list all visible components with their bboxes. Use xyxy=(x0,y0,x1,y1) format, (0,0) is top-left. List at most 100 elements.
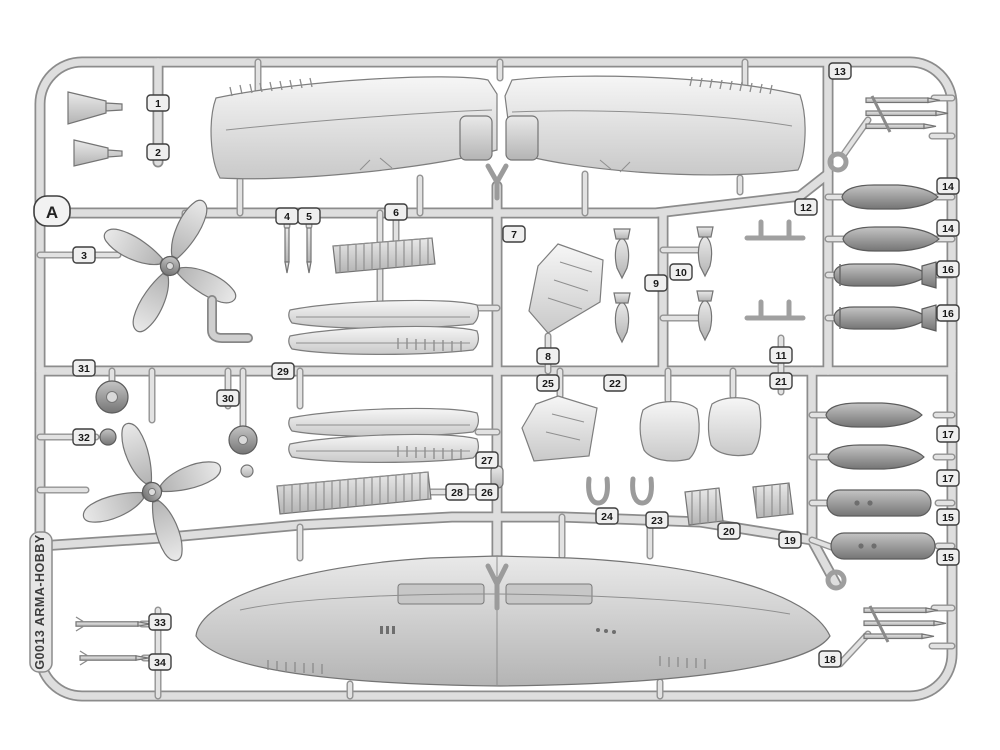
sprue-letter: A xyxy=(46,203,58,222)
vent-grid-1 xyxy=(684,487,724,526)
part-number-tag: 9 xyxy=(644,274,668,292)
wing-center-flap-sections xyxy=(459,115,539,161)
part-number-tag: 34 xyxy=(148,653,172,671)
part-number-tag: 11 xyxy=(769,346,793,364)
svg-text:14: 14 xyxy=(942,181,954,193)
part-number-tag: 29 xyxy=(271,362,295,380)
part-number-tag: 24 xyxy=(595,507,619,525)
part-number-tag: 28 xyxy=(445,483,469,501)
u-bracket-2 xyxy=(630,476,654,506)
svg-text:4: 4 xyxy=(284,211,290,223)
radiator-grid-1 xyxy=(332,237,436,274)
bomb-rack-2 xyxy=(744,299,806,321)
part-number-tag: 22 xyxy=(603,374,627,392)
part-number-tag: 6 xyxy=(384,203,408,221)
part-number-tag: 8 xyxy=(536,347,560,365)
svg-text:1: 1 xyxy=(155,98,161,110)
svg-text:28: 28 xyxy=(451,487,463,499)
sprue-letter-plate: A xyxy=(33,195,71,227)
svg-text:18: 18 xyxy=(824,654,836,666)
svg-text:12: 12 xyxy=(800,202,812,214)
large-bomb-2 xyxy=(833,304,937,332)
svg-text:14: 14 xyxy=(942,223,954,235)
main-wheel-2 xyxy=(228,425,258,478)
svg-text:16: 16 xyxy=(942,264,954,276)
svg-text:25: 25 xyxy=(542,378,554,390)
svg-text:13: 13 xyxy=(834,66,846,78)
part-number-tag: 30 xyxy=(216,389,240,407)
y-strut-bottom xyxy=(485,563,509,611)
part-number-tag: 4 xyxy=(275,207,299,225)
stabilizer-pair-lower xyxy=(288,407,480,464)
u-bracket-1 xyxy=(586,476,610,506)
part-number-tag: 15 xyxy=(936,508,960,526)
drop-tank-1 xyxy=(841,184,939,210)
rocket-cluster-top xyxy=(864,94,950,134)
part-number-tag: 26 xyxy=(475,483,499,501)
part-number-tag: 17 xyxy=(936,469,960,487)
small-bomb-4 xyxy=(696,290,714,341)
spinner-cone-2 xyxy=(73,139,123,167)
part-number-tag: 19 xyxy=(778,531,802,549)
part-number-tag: 7 xyxy=(502,225,526,243)
svg-text:17: 17 xyxy=(942,473,954,485)
upper-wing-left xyxy=(210,76,498,180)
part-number-tag: 16 xyxy=(936,260,960,278)
svg-text:19: 19 xyxy=(784,535,796,547)
spinner-cone-1 xyxy=(67,91,123,125)
part-number-tag: 14 xyxy=(936,177,960,195)
part-number-tag: 17 xyxy=(936,425,960,443)
svg-text:24: 24 xyxy=(601,511,613,523)
svg-text:20: 20 xyxy=(723,526,735,538)
part-number-tag: 13 xyxy=(828,62,852,80)
stabilizer-pair-upper xyxy=(288,299,480,356)
part-number-tag: 2 xyxy=(146,143,170,161)
part-number-tag: 16 xyxy=(936,304,960,322)
shell-1 xyxy=(639,401,700,462)
part-number-tag: 27 xyxy=(475,451,499,469)
tail-wheel xyxy=(99,428,117,446)
exhaust-pipe xyxy=(207,295,253,343)
part-number-tag: 23 xyxy=(645,511,669,529)
svg-text:5: 5 xyxy=(306,211,312,223)
svg-text:32: 32 xyxy=(78,432,90,444)
brand-code: G0013 ARMA-HOBBY xyxy=(33,534,47,670)
vent-grid-2 xyxy=(752,482,794,519)
svg-text:30: 30 xyxy=(222,393,234,405)
svg-text:10: 10 xyxy=(675,267,687,279)
part-number-tag: 1 xyxy=(146,94,170,112)
shell-2 xyxy=(707,397,762,457)
svg-text:16: 16 xyxy=(942,308,954,320)
antenna-pin-2 xyxy=(306,227,312,274)
svg-text:23: 23 xyxy=(651,515,663,527)
radiator-grid-2 xyxy=(276,471,432,515)
rocket-cluster-bottom xyxy=(862,604,948,644)
svg-text:15: 15 xyxy=(942,512,954,524)
ring-1 xyxy=(827,151,849,173)
small-bomb-1 xyxy=(613,228,631,279)
svg-text:21: 21 xyxy=(775,376,787,388)
part-number-tag: 32 xyxy=(72,428,96,446)
svg-text:7: 7 xyxy=(511,229,517,241)
drop-tank-4 xyxy=(827,444,925,470)
svg-text:11: 11 xyxy=(775,350,786,362)
drop-tank-2 xyxy=(842,226,940,252)
part-number-tag: 25 xyxy=(536,374,560,392)
svg-text:22: 22 xyxy=(609,378,621,390)
svg-text:33: 33 xyxy=(154,617,166,629)
small-rocket-2 xyxy=(79,650,149,666)
svg-text:15: 15 xyxy=(942,552,954,564)
lower-wing xyxy=(195,555,831,687)
fuel-pod-2 xyxy=(830,532,936,560)
bomb-rack-1 xyxy=(744,219,806,241)
svg-text:8: 8 xyxy=(545,351,551,363)
part-number-tag: 10 xyxy=(669,263,693,281)
propeller-1 xyxy=(83,179,257,353)
brand-plate: G0013 ARMA-HOBBY xyxy=(29,531,53,673)
part-number-tag: 5 xyxy=(297,207,321,225)
ring-2 xyxy=(825,569,847,591)
small-bomb-3 xyxy=(696,226,714,277)
